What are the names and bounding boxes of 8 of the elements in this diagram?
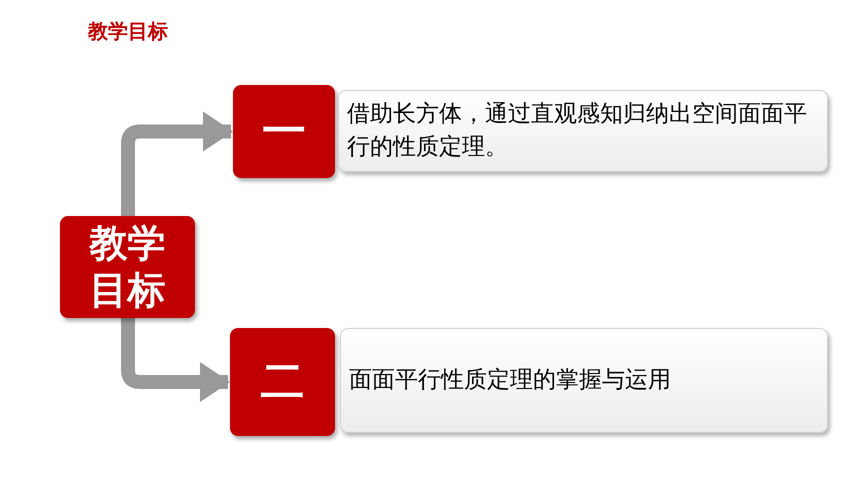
text-card: 面面平行性质定理的掌握与运用 xyxy=(340,328,828,433)
number-box: 二 xyxy=(230,328,335,436)
arrow xyxy=(121,318,230,402)
heading-box: 教学目标 xyxy=(60,216,195,318)
arrow xyxy=(121,112,233,216)
text-card: 借助长方体，通过直观感知归纳出空间面面平行的性质定理。 xyxy=(338,90,828,172)
number-box: 一 xyxy=(233,85,335,178)
title: 教学目标 xyxy=(88,18,168,45)
